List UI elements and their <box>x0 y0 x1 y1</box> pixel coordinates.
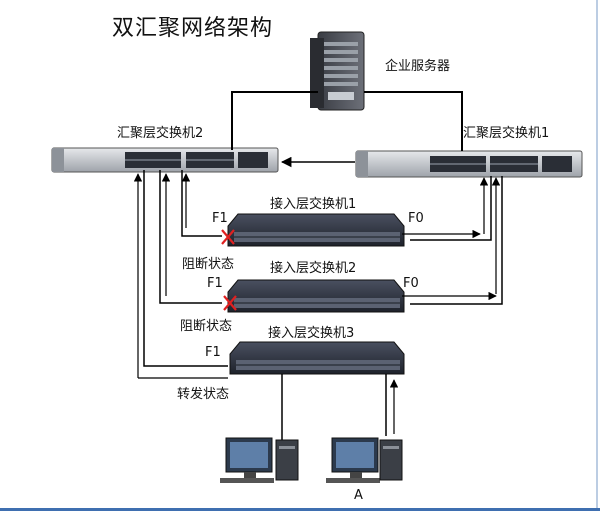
server-links <box>231 91 463 151</box>
agg-switch-2-label: 汇聚层交换机2 <box>117 126 204 141</box>
access-switch-3 <box>229 341 405 375</box>
blocked-mark-1 <box>221 229 235 245</box>
frame-right-border <box>596 0 598 508</box>
host-a-label: A <box>354 488 363 503</box>
agg-switch-2 <box>51 147 279 173</box>
blocked-state-label-2: 阻断状态 <box>180 319 233 334</box>
port-f1-label-3: F1 <box>205 345 221 360</box>
port-f0-label-2: F0 <box>403 276 419 291</box>
blocked-mark-2 <box>223 295 237 311</box>
access-switch-2 <box>227 279 405 313</box>
access-switch-2-label: 接入层交换机2 <box>270 261 357 276</box>
agg-switch-1-label: 汇聚层交换机1 <box>463 126 550 141</box>
access-1-links <box>181 170 492 241</box>
agg-switch-1 <box>355 150 583 178</box>
access-switch-3-label: 接入层交换机3 <box>268 326 355 341</box>
server-label: 企业服务器 <box>385 59 451 74</box>
port-f1-label-2: F1 <box>207 276 223 291</box>
host-pc-left <box>220 437 299 483</box>
forwarding-state-label: 转发状态 <box>177 387 230 402</box>
access-2-links <box>159 170 503 305</box>
access-switch-1 <box>227 213 405 247</box>
enterprise-server <box>310 31 365 111</box>
blocked-state-label-1: 阻断状态 <box>182 257 235 272</box>
port-f0-label-1: F0 <box>408 211 424 226</box>
access-switch-1-label: 接入层交换机1 <box>270 197 357 212</box>
port-f1-label-1: F1 <box>212 211 228 226</box>
frame-bottom-border <box>0 508 600 511</box>
host-pc-a <box>326 437 403 483</box>
diagram-title: 双汇聚网络架构 <box>112 16 274 41</box>
